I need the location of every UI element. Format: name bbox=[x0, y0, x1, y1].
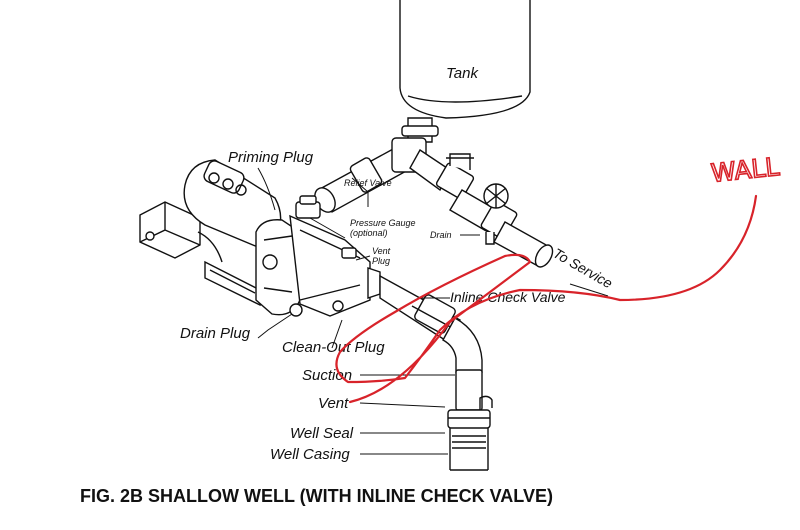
tank-outlet-pipe bbox=[401, 117, 439, 143]
label-vent: Vent bbox=[318, 395, 349, 412]
tank bbox=[399, 0, 531, 119]
label-priming-plug: Priming Plug bbox=[228, 149, 314, 166]
label-vent-plug-1: Vent bbox=[372, 246, 391, 256]
handwritten-annotation: WALL bbox=[335, 151, 781, 404]
label-vent-plug-2: Plug bbox=[372, 256, 390, 266]
label-pressure-gauge: Pressure Gauge bbox=[350, 218, 416, 228]
label-suction: Suction bbox=[302, 367, 352, 384]
discharge-piping bbox=[314, 137, 554, 268]
label-drain: Drain bbox=[430, 230, 452, 240]
labels: Tank Priming Plug Relief Valve Pressure … bbox=[180, 65, 616, 463]
wall-outline-stroke bbox=[335, 194, 758, 404]
figure-caption: FIG. 2B SHALLOW WELL (WITH INLINE CHECK … bbox=[80, 486, 553, 506]
label-well-seal: Well Seal bbox=[290, 425, 354, 442]
leader-lines bbox=[257, 167, 609, 455]
label-well-casing: Well Casing bbox=[270, 446, 350, 463]
jet-pump bbox=[139, 159, 371, 317]
label-pressure-gauge-note: (optional) bbox=[350, 228, 388, 238]
label-to-service: To Service bbox=[551, 245, 616, 292]
label-clean-out-plug: Clean-Out Plug bbox=[282, 339, 385, 356]
label-tank: Tank bbox=[446, 65, 479, 82]
label-drain-plug: Drain Plug bbox=[180, 325, 251, 342]
label-relief-valve: Relief Valve bbox=[344, 178, 392, 188]
suction-piping bbox=[367, 267, 493, 471]
handwritten-wall: WALL bbox=[710, 152, 781, 188]
